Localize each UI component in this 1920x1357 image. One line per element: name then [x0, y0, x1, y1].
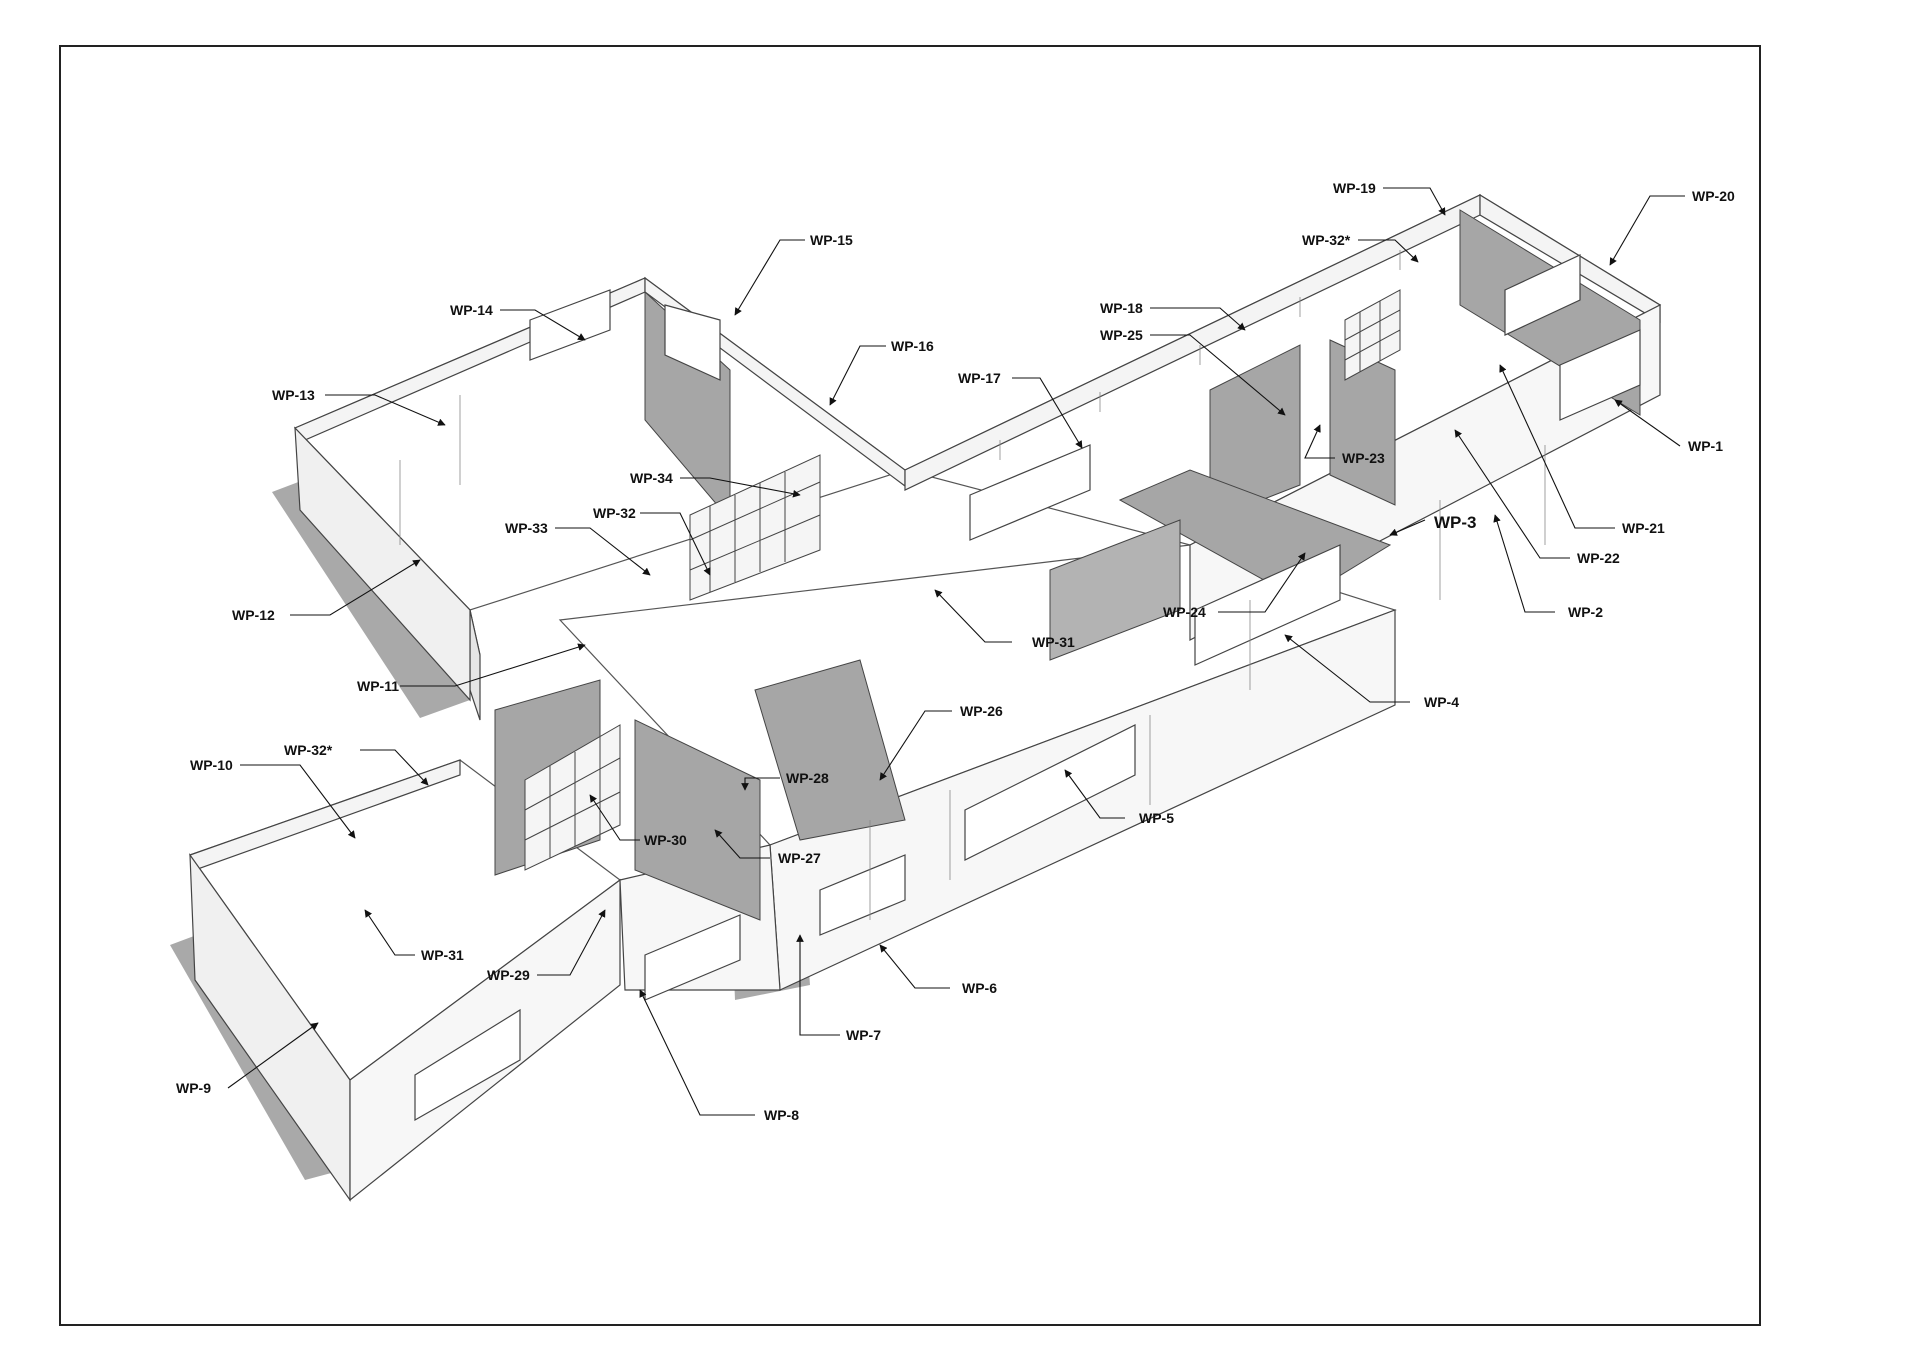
- label-wp-9: WP-9: [176, 1080, 211, 1096]
- leader-wp-23: [1304, 424, 1335, 459]
- label-wp-8: WP-8: [764, 1107, 799, 1123]
- leader-wp-27: [714, 829, 770, 859]
- leader-wp-4: [1284, 634, 1410, 703]
- leader-wp-14: [500, 309, 586, 341]
- leader-wp-16: [829, 345, 886, 406]
- label-wp-31-b: WP-31: [421, 947, 464, 963]
- leader-wp-18: [1150, 307, 1246, 331]
- label-wp-32-star-b: WP-32*: [1302, 232, 1351, 248]
- label-wp-32: WP-32: [593, 505, 636, 521]
- leader-wp-33: [555, 527, 651, 576]
- label-wp-33: WP-33: [505, 520, 548, 536]
- leader-wp-17: [1012, 377, 1083, 449]
- leader-wp-9: [227, 1022, 319, 1089]
- leader-wp-30: [589, 794, 640, 841]
- label-wp-6: WP-6: [962, 980, 997, 996]
- label-wp-26: WP-26: [960, 703, 1003, 719]
- label-wp-7: WP-7: [846, 1027, 881, 1043]
- leader-wp-32-star-a: [360, 749, 429, 786]
- label-wp-4: WP-4: [1424, 694, 1459, 710]
- leader-wp-3: [1389, 519, 1426, 536]
- label-wp-19: WP-19: [1333, 180, 1376, 196]
- panel-labels: WP-1 WP-2 WP-3 WP-4 WP-5 WP-6 WP-7 WP-8 …: [176, 180, 1735, 1123]
- leader-wp-34: [680, 477, 801, 498]
- label-wp-28: WP-28: [786, 770, 829, 786]
- label-wp-30: WP-30: [644, 832, 687, 848]
- leader-wp-6: [879, 944, 950, 989]
- label-wp-2: WP-2: [1568, 604, 1603, 620]
- leader-wp-32: [640, 512, 711, 576]
- label-wp-13: WP-13: [272, 387, 315, 403]
- leader-wp-8: [639, 989, 755, 1116]
- leader-wp-21: [1499, 364, 1615, 529]
- label-wp-3: WP-3: [1434, 513, 1477, 532]
- leader-wp-10: [240, 764, 356, 839]
- drawing-border: [59, 45, 1761, 1326]
- label-wp-21: WP-21: [1622, 520, 1665, 536]
- label-wp-25: WP-25: [1100, 327, 1143, 343]
- label-wp-32-star-a: WP-32*: [284, 742, 333, 758]
- leader-wp-15: [734, 239, 805, 316]
- label-wp-18: WP-18: [1100, 300, 1143, 316]
- label-wp-11: WP-11: [357, 678, 399, 694]
- label-wp-16: WP-16: [891, 338, 934, 354]
- leader-wp-26: [879, 710, 952, 781]
- label-wp-22: WP-22: [1577, 550, 1620, 566]
- leader-wp-24: [1218, 552, 1306, 613]
- leader-wp-12: [290, 559, 421, 616]
- label-wp-20: WP-20: [1692, 188, 1735, 204]
- leader-wp-19: [1383, 187, 1446, 216]
- leader-wp-7: [796, 934, 840, 1036]
- leader-wp-5: [1064, 769, 1125, 819]
- label-wp-34: WP-34: [630, 470, 673, 486]
- leader-wp-25: [1150, 334, 1286, 416]
- label-wp-1: WP-1: [1688, 438, 1723, 454]
- label-wp-23: WP-23: [1342, 450, 1385, 466]
- label-wp-10: WP-10: [190, 757, 233, 773]
- label-wp-27: WP-27: [778, 850, 821, 866]
- label-wp-12: WP-12: [232, 607, 275, 623]
- leader-wp-22: [1454, 429, 1570, 559]
- leader-wp-11: [400, 643, 586, 687]
- leader-wp-1: [1614, 399, 1681, 447]
- label-wp-31-a: WP-31: [1032, 634, 1075, 650]
- label-wp-17: WP-17: [958, 370, 1001, 386]
- label-wp-15: WP-15: [810, 232, 853, 248]
- label-wp-14: WP-14: [450, 302, 493, 318]
- leader-wp-29: [537, 909, 606, 976]
- leader-wp-2: [1493, 514, 1555, 613]
- leader-wp-13: [325, 394, 446, 426]
- windows: [414, 254, 1641, 1122]
- shelving-grids: [524, 289, 1401, 871]
- label-wp-29: WP-29: [487, 967, 530, 983]
- leader-wp-31-b: [364, 909, 415, 956]
- leader-wp-31-a: [934, 589, 1012, 643]
- leader-wp-20: [1609, 195, 1685, 266]
- leader-lines: [227, 187, 1685, 1116]
- leader-wp-32-star-b: [1358, 239, 1419, 263]
- label-wp-24: WP-24: [1163, 604, 1206, 620]
- label-wp-5: WP-5: [1139, 810, 1174, 826]
- leader-wp-28: [741, 777, 780, 791]
